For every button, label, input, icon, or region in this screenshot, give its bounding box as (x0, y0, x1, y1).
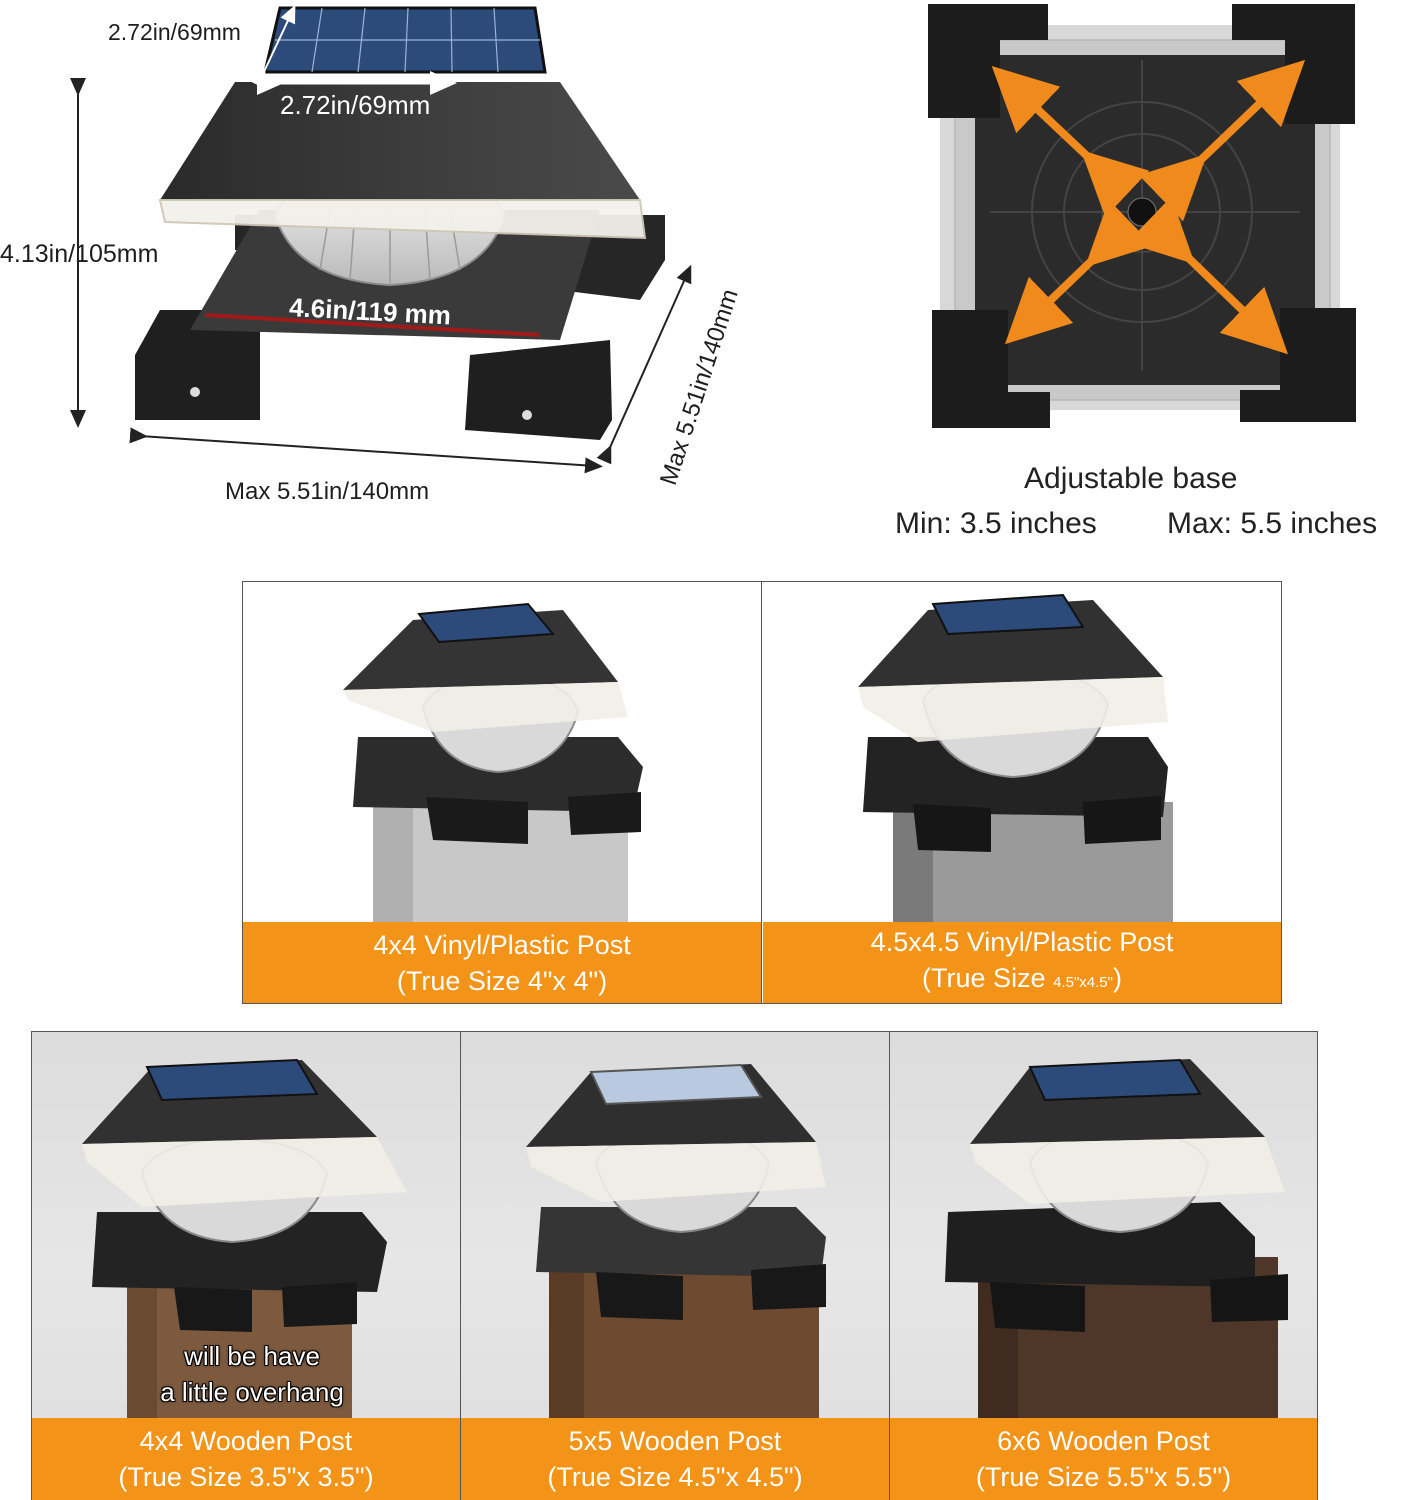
vinyl-4_5-caption-line1: 4.5x4.5 Vinyl/Plastic Post (870, 927, 1174, 957)
panel-depth-arrow (250, 4, 296, 89)
vinyl-row-divider (761, 582, 762, 1003)
wooden-6x6-caption-line1: 6x6 Wooden Post (997, 1426, 1210, 1456)
overhang-note: will be have a little overhang (122, 1338, 382, 1410)
base-center-hole (1127, 197, 1157, 227)
adjust-arrows (991, 59, 1306, 355)
base-bracket-right (465, 340, 612, 440)
base-red-marker (204, 313, 541, 337)
vinyl-4_5-caption-line2: (True Size 4.5"x4.5") (922, 960, 1122, 1001)
panel-width-front-label: 2.72in/69mm (280, 90, 431, 120)
wooden-5x5-caption-line1: 5x5 Wooden Post (568, 1426, 782, 1456)
base-bracket-left (135, 310, 260, 420)
vinyl-4_5-caption-line2-main: (True Size (922, 963, 1054, 993)
wooden-6x6-caption: 6x6 Wooden Post (True Size 5.5"x 5.5") (890, 1418, 1317, 1500)
adjustable-base-section: Adjustable base Min: 3.5 inches Max: 5.5… (880, 0, 1417, 560)
wooden-row-divider-2 (889, 1032, 890, 1500)
wooden-4x4-caption: 4x4 Wooden Post (True Size 3.5"x 3.5") (32, 1418, 460, 1500)
wooden-5x5-caption-line2: (True Size 4.5"x 4.5") (547, 1462, 803, 1492)
wooden-post-6x6-card (890, 1032, 1317, 1418)
wooden-post-4x4-card: will be have a little overhang (32, 1032, 460, 1418)
overhang-note-line2: a little overhang (160, 1377, 344, 1407)
dimension-diagram: 2.72in/69mm 2.72in/69mm 4.13in/105mm 4.6… (0, 0, 800, 540)
max-width-label: Max 5.51in/140mm (225, 478, 430, 505)
wooden-4x4-caption-line1: 4x4 Wooden Post (139, 1426, 353, 1456)
lamp-dimension-drawing (70, 4, 692, 474)
lamp-cap (160, 82, 640, 200)
vinyl-4_5-caption-line2-end: ) (1112, 963, 1122, 993)
corner-bracket-tl (928, 4, 1048, 118)
wooden-6x6-lamp-image (945, 1058, 1288, 1418)
lamp-cap-lens-edge (158, 199, 647, 240)
corner-bracket-br (1240, 308, 1356, 422)
vinyl-4_5-lamp-image (858, 593, 1173, 922)
vinyl-post-4x4-card (243, 582, 761, 922)
vinyl-4x4-caption-line1: 4x4 Vinyl/Plastic Post (373, 929, 631, 960)
width-arrow (129, 427, 603, 474)
vinyl-4x4-caption-line2: (True Size 4"x 4") (396, 965, 608, 996)
adjustable-base-min: Min: 3.5 inches (895, 507, 1097, 540)
vinyl-post-4_5x4_5-card (763, 582, 1281, 922)
height-label: 4.13in/105mm (0, 240, 159, 268)
adjustable-base-image (928, 4, 1356, 428)
solar-panel (263, 6, 547, 74)
adjustable-base-max: Max: 5.5 inches (1167, 507, 1378, 540)
vinyl-4x4-caption: 4x4 Vinyl/Plastic Post (True Size 4"x 4"… (243, 922, 761, 1003)
vinyl-4_5-caption-line2-small: 4.5"x4.5" (1053, 974, 1113, 991)
adjustable-base-title: Adjustable base (1024, 462, 1238, 495)
wooden-5x5-lamp-image (526, 1063, 826, 1418)
wooden-4x4-caption-line2: (True Size 3.5"x 3.5") (118, 1462, 374, 1492)
corner-bracket-bl (932, 310, 1050, 428)
wooden-4x4-lamp-image (82, 1058, 407, 1418)
depth-arrow (596, 264, 692, 465)
vinyl-4_5-caption: 4.5x4.5 Vinyl/Plastic Post (True Size 4.… (763, 922, 1281, 1003)
vinyl-post-row (242, 581, 1282, 1004)
vinyl-4x4-lamp-image (343, 602, 643, 922)
panel-width-top-label: 2.72in/69mm (108, 19, 241, 45)
wooden-5x5-caption: 5x5 Wooden Post (True Size 4.5"x 4.5") (461, 1418, 889, 1500)
wooden-6x6-caption-line2: (True Size 5.5"x 5.5") (975, 1462, 1232, 1492)
wooden-row-divider-1 (460, 1032, 461, 1500)
wooden-post-5x5-card (461, 1032, 889, 1418)
overhang-note-line1: will be have (184, 1341, 320, 1371)
